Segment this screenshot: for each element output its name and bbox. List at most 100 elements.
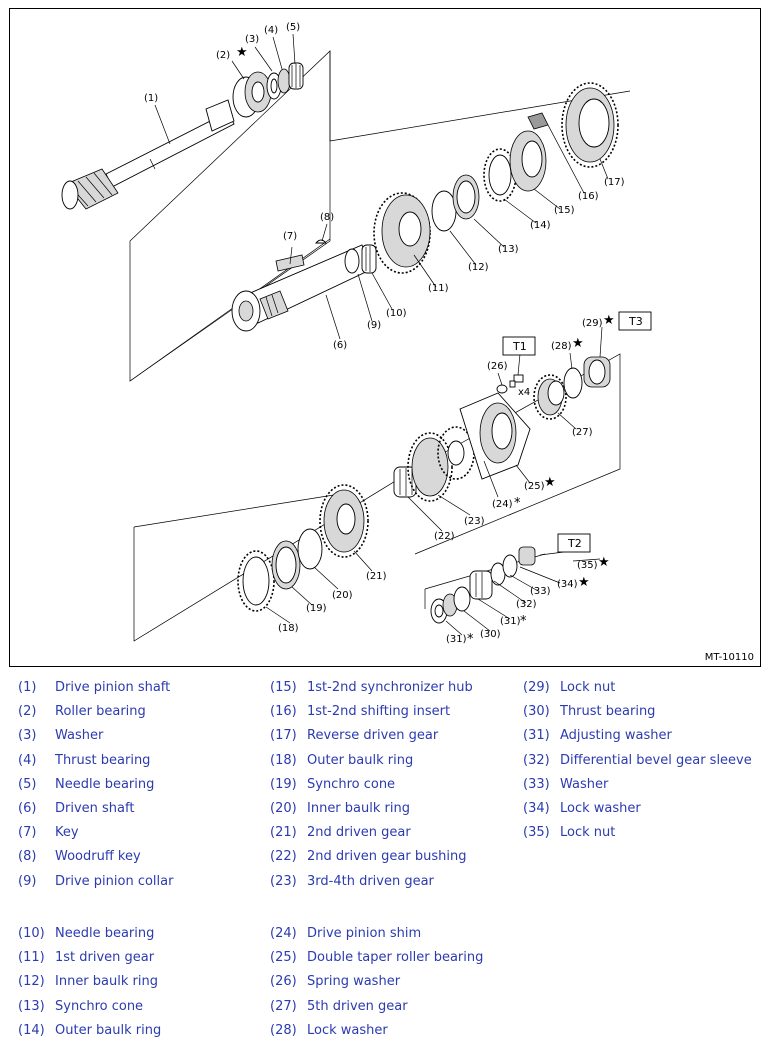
- label-22: (22): [434, 531, 455, 542]
- lock-washer: [563, 367, 583, 399]
- inner-baulk-ring-2: [297, 528, 323, 570]
- legend-part-name: Washer: [55, 728, 104, 744]
- woodruff-key: [315, 239, 327, 244]
- synchro-cone-inner: [456, 180, 476, 214]
- label-14: (14): [530, 220, 551, 231]
- legend-part-name: Drive pinion collar: [55, 873, 174, 889]
- legend-number: (13): [18, 998, 45, 1014]
- legend-part-name: 2nd driven gear: [307, 825, 411, 841]
- needle-bearing-2: [361, 244, 377, 274]
- label-3: (3): [245, 34, 259, 45]
- legend-number: (14): [18, 1022, 45, 1038]
- legend-part-name: Outer baulk ring: [307, 752, 414, 768]
- figure-code: MT-10110: [704, 652, 754, 663]
- synchronizer-hub: [509, 130, 547, 192]
- label-29: (29): [582, 318, 603, 329]
- legend-number: (27): [270, 998, 297, 1014]
- legend-part-name: Differential bevel gear sleeve: [560, 752, 752, 768]
- label-11: (11): [428, 283, 449, 294]
- label-9: (9): [367, 320, 381, 331]
- label-7: (7): [283, 231, 297, 242]
- label-30: (30): [480, 629, 501, 640]
- bevel-gear-sleeve: [469, 570, 493, 600]
- thrust-bearing: [277, 68, 291, 94]
- fifth-driven-gear: [533, 374, 567, 420]
- reverse-driven-gear: [561, 82, 619, 168]
- legend-number: (17): [270, 728, 297, 744]
- legend-number: (16): [270, 704, 297, 720]
- label-6: (6): [333, 340, 347, 351]
- legend-number: (6): [18, 801, 37, 816]
- legend-part-name: Lock washer: [307, 1022, 388, 1038]
- legend-number: (24): [270, 926, 297, 941]
- legend-part-name: Double taper roller bearing: [307, 950, 484, 966]
- legend-part-name: 3rd-4th driven gear: [307, 873, 434, 889]
- star-34: ★: [578, 575, 590, 590]
- legend-part-name: 1st driven gear: [55, 950, 155, 966]
- star-29: ★: [603, 313, 615, 328]
- legend-part-name: 5th driven gear: [307, 998, 408, 1014]
- needle-bearing: [288, 62, 304, 90]
- double-taper-roller-bearing: [459, 392, 531, 480]
- leader-lines: [154, 33, 609, 636]
- legend-part-name: 2nd driven gear bushing: [307, 849, 467, 865]
- legend-number: (15): [270, 680, 297, 695]
- diagram-drawing: (1) (2) (3) (4) (5) (6) (7) (8) (9) (10)…: [61, 22, 652, 647]
- bolt-t1: [509, 374, 524, 388]
- legend-number: (32): [523, 752, 550, 768]
- legend-number: (12): [18, 974, 45, 990]
- outer-baulk-ring-2: [237, 550, 275, 612]
- legend-part-name: Woodruff key: [55, 849, 141, 865]
- lock-washer-34: [502, 554, 518, 578]
- quantity-label: x4: [518, 387, 530, 398]
- svg-text:T3: T3: [628, 315, 643, 328]
- torque-box-t3: T3: [618, 311, 652, 331]
- legend-number: (31): [523, 728, 550, 744]
- legend-number: (22): [270, 849, 297, 865]
- legend-part-name: Reverse driven gear: [307, 728, 439, 744]
- legend-number: (21): [270, 825, 297, 841]
- legend-part-name: Thrust bearing: [55, 752, 151, 768]
- synchro-cone-2-inner: [275, 546, 297, 584]
- label-10: (10): [386, 308, 407, 319]
- label-28: (28): [551, 341, 572, 352]
- legend-number: (5): [18, 776, 37, 792]
- legend-number: (8): [18, 849, 37, 865]
- star-2: ★: [236, 45, 248, 60]
- legend-number: (23): [270, 873, 297, 889]
- legend-number: (11): [18, 950, 45, 966]
- asterisk-24: *: [514, 496, 521, 511]
- exploded-view-diagram: (1) (2) (3) (4) (5) (6) (7) (8) (9) (10)…: [9, 8, 761, 667]
- legend-number: (9): [18, 873, 37, 889]
- legend-part-name: Roller bearing: [55, 704, 146, 720]
- legend-part-name: Spring washer: [307, 974, 401, 990]
- legend-part-name: Washer: [560, 776, 609, 792]
- label-12: (12): [468, 262, 489, 273]
- legend-number: (34): [523, 801, 550, 816]
- label-31b: (31): [500, 616, 521, 627]
- label-19: (19): [306, 603, 327, 614]
- label-1: (1): [144, 93, 158, 104]
- legend-part-name: Driven shaft: [55, 801, 135, 816]
- label-16: (16): [578, 191, 599, 202]
- spring-washer: [496, 384, 508, 394]
- torque-box-t2: T2: [557, 533, 591, 553]
- legend-part-name: Drive pinion shaft: [55, 680, 171, 695]
- legend-number: (26): [270, 974, 297, 990]
- legend-part-name: Adjusting washer: [560, 728, 672, 744]
- lock-nut-35: [518, 546, 536, 566]
- assembly-outline-lines: [129, 50, 631, 642]
- label-21: (21): [366, 571, 387, 582]
- legend-part-name: Synchro cone: [55, 998, 144, 1014]
- legend-part-name: Outer baulk ring: [55, 1022, 162, 1038]
- label-32: (32): [516, 599, 537, 610]
- outer-baulk-ring-inner: [488, 154, 512, 196]
- legend-part-name: Lock nut: [560, 825, 616, 841]
- washer-bore: [270, 78, 278, 94]
- label-23: (23): [464, 516, 485, 527]
- legend-part-name: Lock nut: [560, 680, 616, 695]
- legend-part-name: Key: [55, 825, 79, 841]
- legend-number: (4): [18, 752, 37, 768]
- torque-box-t1: T1: [502, 336, 536, 356]
- label-25: (25): [524, 481, 545, 492]
